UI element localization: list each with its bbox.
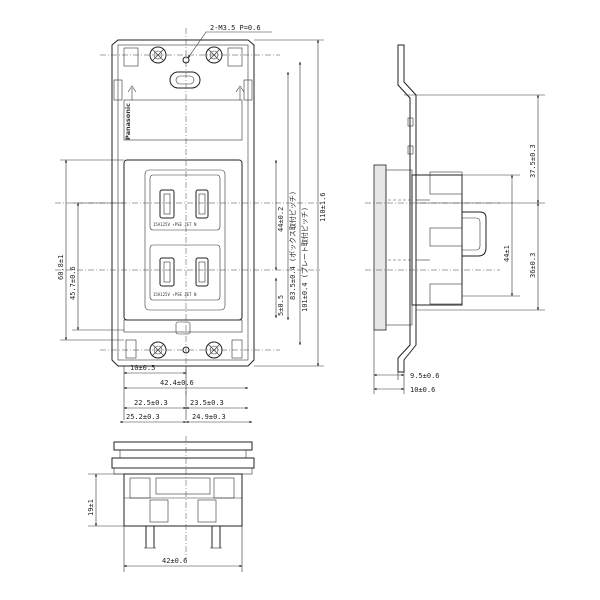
receptacle-upper: 15A125V ↑PSE JET N <box>149 174 221 231</box>
svg-text:22.5±0.3: 22.5±0.3 <box>134 399 168 407</box>
bottom-frame <box>113 441 253 451</box>
dim-bottom-19: 19±1 <box>87 473 124 527</box>
mounting-frame <box>111 39 255 367</box>
svg-text:44±0.2: 44±0.2 <box>277 207 285 232</box>
side-mounting-strap <box>397 44 417 373</box>
svg-text:83.5±0.4 (ボックス取付ピッチ): 83.5±0.4 (ボックス取付ピッチ) <box>288 191 297 300</box>
dim-side-36: 36±0.3 <box>416 202 545 311</box>
svg-text:37.5±0.3: 37.5±0.3 <box>529 144 537 178</box>
svg-text:23.5±0.3: 23.5±0.3 <box>190 399 224 407</box>
bottom-body <box>123 473 243 527</box>
svg-text:19±1: 19±1 <box>87 499 95 516</box>
svg-text:24.9±0.3: 24.9±0.3 <box>192 413 226 421</box>
side-view: 37.5±0.3 44±1 36±0.3 9.5±0.6 10±0.6 <box>365 44 545 394</box>
svg-text:10±0.5: 10±0.5 <box>130 364 155 372</box>
svg-text:9.5±0.6: 9.5±0.6 <box>410 372 440 380</box>
bottom-view: 19±1 42±0.6 <box>87 436 255 572</box>
dim-width-10: 10±0.5 <box>123 364 187 420</box>
dim-pitch-44: 44±0.2 <box>274 159 285 271</box>
dim-small-5: 5±0.5 <box>274 277 285 319</box>
svg-text:110±1.6: 110±1.6 <box>319 192 327 222</box>
bottom-pins <box>144 526 222 549</box>
dim-side-9-5: 9.5±0.6 <box>373 330 440 394</box>
mounting-slot-top <box>169 71 201 89</box>
svg-text:5±0.5: 5±0.5 <box>277 295 285 316</box>
dim-width-22-5-23-5: 22.5±0.3 23.5±0.3 <box>123 399 249 410</box>
dim-height-45-7: 45.7±0.6 <box>69 202 124 331</box>
svg-text:25.2±0.3: 25.2±0.3 <box>126 413 160 421</box>
svg-text:10±0.6: 10±0.6 <box>410 386 435 394</box>
svg-text:42±0.6: 42±0.6 <box>162 557 187 565</box>
dim-height-60-8: 60.8±1 <box>57 159 124 341</box>
dim-pitch-plate: 101±0.4 (プレート取付ピッチ) <box>298 61 309 346</box>
svg-text:44±1: 44±1 <box>503 245 511 262</box>
svg-text:45.7±0.6: 45.7±0.6 <box>69 266 77 300</box>
screw-callout: 2-M3.5 P=0.6 <box>210 24 261 32</box>
svg-text:101±0.4 (プレート取付ピッチ): 101±0.4 (プレート取付ピッチ) <box>300 207 309 312</box>
dim-side-10: 10±0.6 <box>373 386 435 394</box>
brand-label: Panasonic <box>124 103 132 140</box>
rating-label-lower: 15A125V ↑PSE JET N <box>153 292 197 297</box>
dim-pitch-box: 83.5±0.4 (ボックス取付ピッチ) <box>286 71 297 321</box>
dim-side-44: 44±1 <box>462 174 520 297</box>
side-face-plate <box>373 164 387 331</box>
svg-text:60.8±1: 60.8±1 <box>57 255 65 280</box>
front-view: Panasonic 15A125V ↑PSE JET N 15A125V ↑PS… <box>55 24 327 424</box>
svg-text:42.4±0.6: 42.4±0.6 <box>160 379 194 387</box>
receptacle-lower: 15A125V ↑PSE JET N <box>149 244 221 301</box>
dim-width-25-2-24-9: 25.2±0.3 24.9±0.3 <box>119 413 253 424</box>
dim-side-37-5: 37.5±0.3 <box>404 94 545 204</box>
dim-bottom-42: 42±0.6 <box>123 526 243 572</box>
side-terminal-wire <box>462 211 487 257</box>
dim-height-110: 110±1.6 <box>254 39 327 367</box>
dim-width-42-4: 42.4±0.6 <box>123 379 249 390</box>
rating-label-upper: 15A125V ↑PSE JET N <box>153 222 197 227</box>
svg-text:36±0.3: 36±0.3 <box>529 253 537 278</box>
